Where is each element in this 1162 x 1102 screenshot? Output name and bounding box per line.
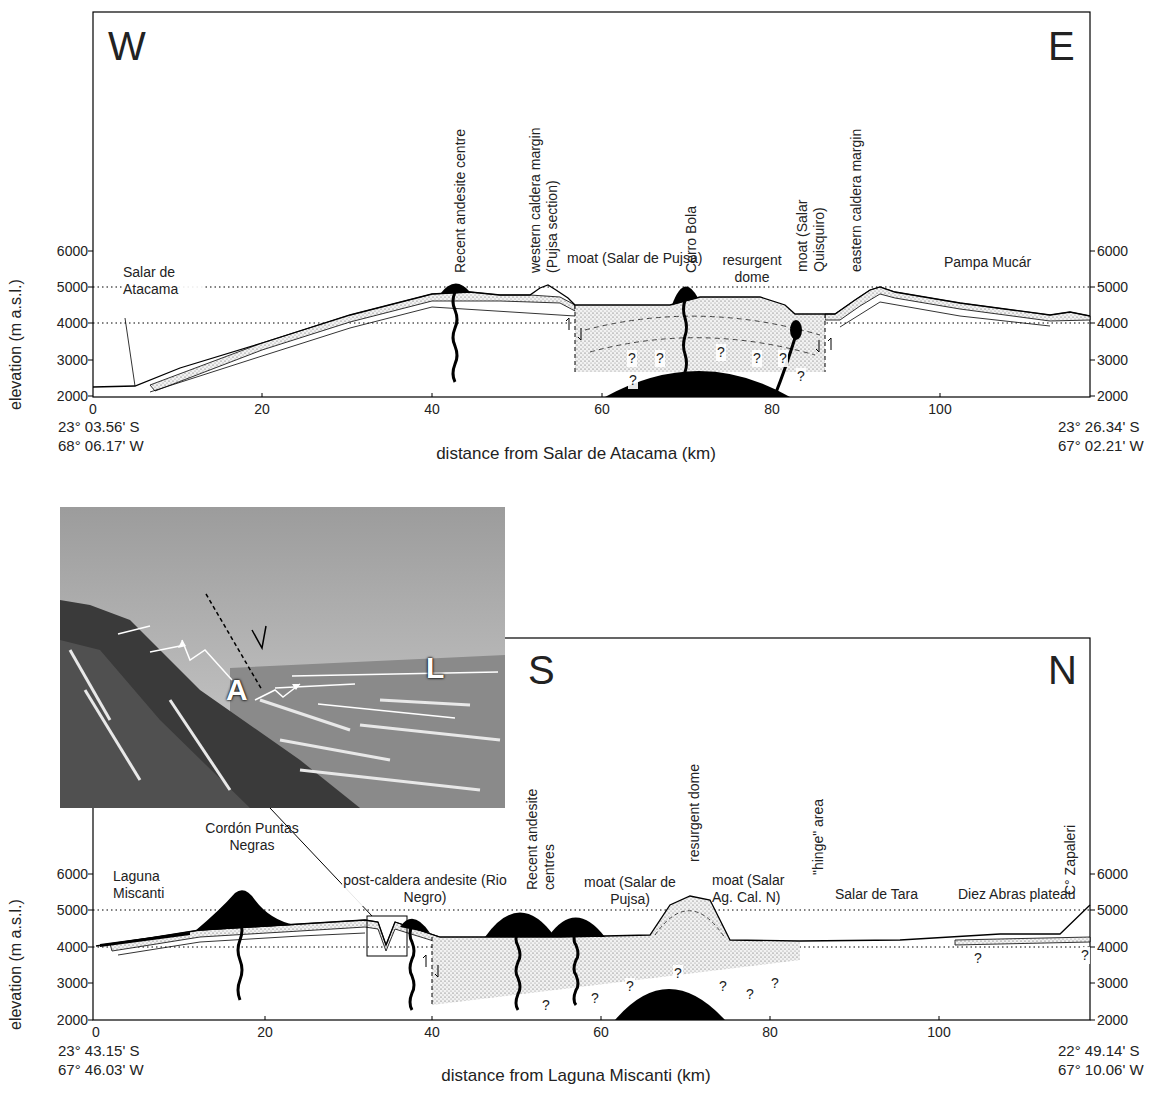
axis-title: elevation (m a.s.l.) <box>6 279 25 410</box>
feature-label: Recent andesite centre <box>452 129 469 273</box>
uncertainty-mark: ? <box>1080 947 1090 964</box>
photo-letter: L <box>426 650 444 686</box>
tick-label: 2000 <box>1097 1012 1128 1029</box>
uncertainty-mark: ? <box>627 350 637 367</box>
direction-letter: W <box>108 22 146 70</box>
tick-label: 4000 <box>57 315 88 332</box>
coordinate-label: 67° 10.06' W <box>1058 1061 1144 1079</box>
tick-label: 0 <box>92 1024 100 1041</box>
feature-label: eastern caldera margin <box>848 129 865 272</box>
tick-label: 2000 <box>57 1012 88 1029</box>
feature-label: moat (Salar Quisquiro) <box>794 154 828 272</box>
feature-label: western caldera margin (Pujsa section) <box>527 93 561 273</box>
tick-label: 5000 <box>57 279 88 296</box>
uncertainty-mark: ? <box>745 986 755 1003</box>
coordinate-label: 23° 26.34' S <box>1058 418 1139 436</box>
direction-letter: E <box>1048 22 1075 70</box>
coordinate-label: 67° 46.03' W <box>58 1061 144 1079</box>
feature-label: post-caldera andesite (Rio Negro) <box>342 872 509 906</box>
feature-label: Salar de Tara <box>835 886 918 903</box>
uncertainty-mark: ? <box>778 350 788 367</box>
tick-label: 2000 <box>57 388 88 405</box>
uncertainty-mark: ? <box>628 372 638 389</box>
tick-label: 4000 <box>57 939 88 956</box>
uncertainty-mark: ? <box>752 350 762 367</box>
feature-label: Diez Abras plateau <box>958 886 1076 903</box>
feature-label: Recent andesite centres <box>524 772 558 890</box>
coordinate-label: 22° 49.14' S <box>1058 1042 1139 1060</box>
photo-letter: A <box>226 672 248 708</box>
uncertainty-mark: ? <box>770 975 780 992</box>
tick-label: 20 <box>254 401 270 418</box>
uncertainty-mark: ? <box>716 344 726 361</box>
uncertainty-mark: ? <box>541 997 551 1014</box>
tick-label: 100 <box>928 401 951 418</box>
tick-label: 20 <box>257 1024 273 1041</box>
coordinate-label: 23° 03.56' S <box>58 418 139 436</box>
tick-label: 6000 <box>57 866 88 883</box>
uncertainty-mark: ? <box>973 950 983 967</box>
tick-label: 3000 <box>57 975 88 992</box>
tick-label: 5000 <box>57 902 88 919</box>
feature-label: moat (Salar de Pujsa) <box>583 874 678 908</box>
uncertainty-mark: ? <box>796 368 806 385</box>
tick-label: 3000 <box>57 352 88 369</box>
tick-label: 3000 <box>1097 975 1128 992</box>
tick-label: 80 <box>764 401 780 418</box>
feature-label: resurgent dome <box>686 764 703 862</box>
feature-label: Salar de Atacama <box>122 264 204 298</box>
uncertainty-mark: ? <box>625 978 635 995</box>
tick-label: 5000 <box>1097 902 1128 919</box>
tick-label: 40 <box>424 401 440 418</box>
coordinate-label: 23° 43.15' S <box>58 1042 139 1060</box>
tick-label: 6000 <box>57 243 88 260</box>
direction-letter: S <box>528 646 555 694</box>
tick-label: 60 <box>593 1024 609 1041</box>
tick-label: 100 <box>927 1024 950 1041</box>
axis-title: elevation (m a.s.l.) <box>6 899 25 1030</box>
uncertainty-mark: ? <box>655 350 665 367</box>
feature-label: "hinge" area <box>810 799 827 875</box>
bottom-panel <box>88 638 1095 1020</box>
uncertainty-mark: ? <box>590 990 600 1007</box>
feature-label: C° Zapaleri <box>1062 825 1079 895</box>
coordinate-label: 67° 02.21' W <box>1058 437 1144 455</box>
top-panel <box>88 12 1095 397</box>
tick-label: 0 <box>89 401 97 418</box>
coordinate-label: 68° 06.17' W <box>58 437 144 455</box>
direction-letter: N <box>1048 646 1077 694</box>
tick-label: 60 <box>594 401 610 418</box>
uncertainty-mark: ? <box>673 965 683 982</box>
axis-title: distance from Laguna Miscanti (km) <box>441 1066 710 1086</box>
tick-label: 80 <box>762 1024 778 1041</box>
feature-label: moat (Salar de Pujsa) <box>567 250 702 267</box>
feature-label: Cerro Bola <box>683 206 700 273</box>
tick-label: 40 <box>424 1024 440 1041</box>
tick-label: 2000 <box>1097 388 1128 405</box>
tick-label: 4000 <box>1097 939 1128 956</box>
tick-label: 4000 <box>1097 315 1128 332</box>
feature-label: Cordón Puntas Negras <box>197 820 307 854</box>
feature-label: moat (Salar Ag. Cal. N) <box>712 872 807 906</box>
feature-label: Laguna Miscanti <box>112 868 184 902</box>
tick-label: 6000 <box>1097 866 1128 883</box>
uncertainty-mark: ? <box>718 978 728 995</box>
field-photo <box>60 507 505 808</box>
axis-title: distance from Salar de Atacama (km) <box>436 444 716 464</box>
feature-label: Pampa Mucár <box>944 254 1031 271</box>
tick-label: 6000 <box>1097 243 1128 260</box>
tick-label: 3000 <box>1097 352 1128 369</box>
tick-label: 5000 <box>1097 279 1128 296</box>
feature-label: resurgent dome <box>712 252 792 286</box>
